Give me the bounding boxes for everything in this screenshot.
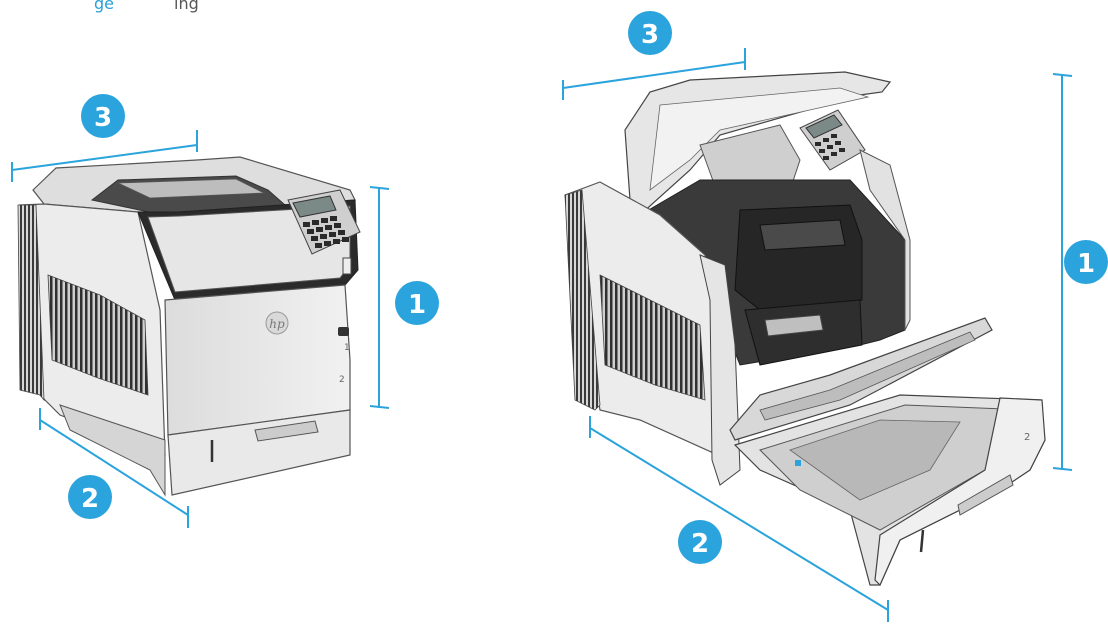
svg-text:2: 2	[691, 529, 709, 559]
tray-2-front	[874, 397, 1046, 587]
callout-height-closed: 1	[395, 281, 439, 325]
callout-depth-closed: 2	[68, 475, 112, 519]
printer-closed: hp 1 2 1 2 3	[11, 94, 439, 528]
svg-text:1: 1	[408, 290, 426, 320]
control-panel-screen	[292, 195, 337, 218]
callout-width-closed: 3	[81, 94, 125, 138]
dimension-lines-closed	[11, 130, 390, 528]
printer-open: 2 1 2 3	[562, 11, 1108, 622]
tray-1-label: 1	[344, 343, 350, 353]
top-caption: ge ing	[94, 0, 199, 13]
svg-text:3: 3	[94, 103, 112, 133]
open-tray-2-label: 2	[1024, 432, 1030, 443]
open-side-grille	[599, 274, 706, 401]
tray-2-label: 2	[339, 375, 345, 385]
side-grille	[47, 274, 149, 396]
usb-port-cover[interactable]	[342, 257, 352, 275]
caption-text: ing	[174, 0, 199, 13]
toner-cartridge	[734, 204, 863, 311]
callout-height-open: 1	[1064, 240, 1108, 284]
callout-width-open: 3	[628, 11, 672, 55]
control-panel	[287, 189, 361, 255]
open-control-panel	[799, 109, 866, 171]
svg-text:2: 2	[81, 484, 99, 514]
callout-depth-open: 2	[678, 520, 722, 564]
front-panel	[164, 284, 351, 436]
dimension-lines-open	[562, 48, 1073, 622]
open-keypad[interactable]	[815, 134, 845, 160]
power-button[interactable]	[338, 327, 349, 336]
keypad[interactable]	[303, 216, 349, 248]
open-left-vent-strip	[564, 189, 601, 411]
tray-paper-guide[interactable]	[795, 460, 801, 466]
svg-text:1: 1	[1077, 249, 1095, 279]
svg-text:hp: hp	[269, 317, 285, 331]
left-vent-strip	[17, 204, 45, 402]
caption-link-text[interactable]: ge	[94, 0, 114, 13]
hp-logo: hp	[265, 311, 289, 335]
svg-text:3: 3	[641, 20, 659, 50]
